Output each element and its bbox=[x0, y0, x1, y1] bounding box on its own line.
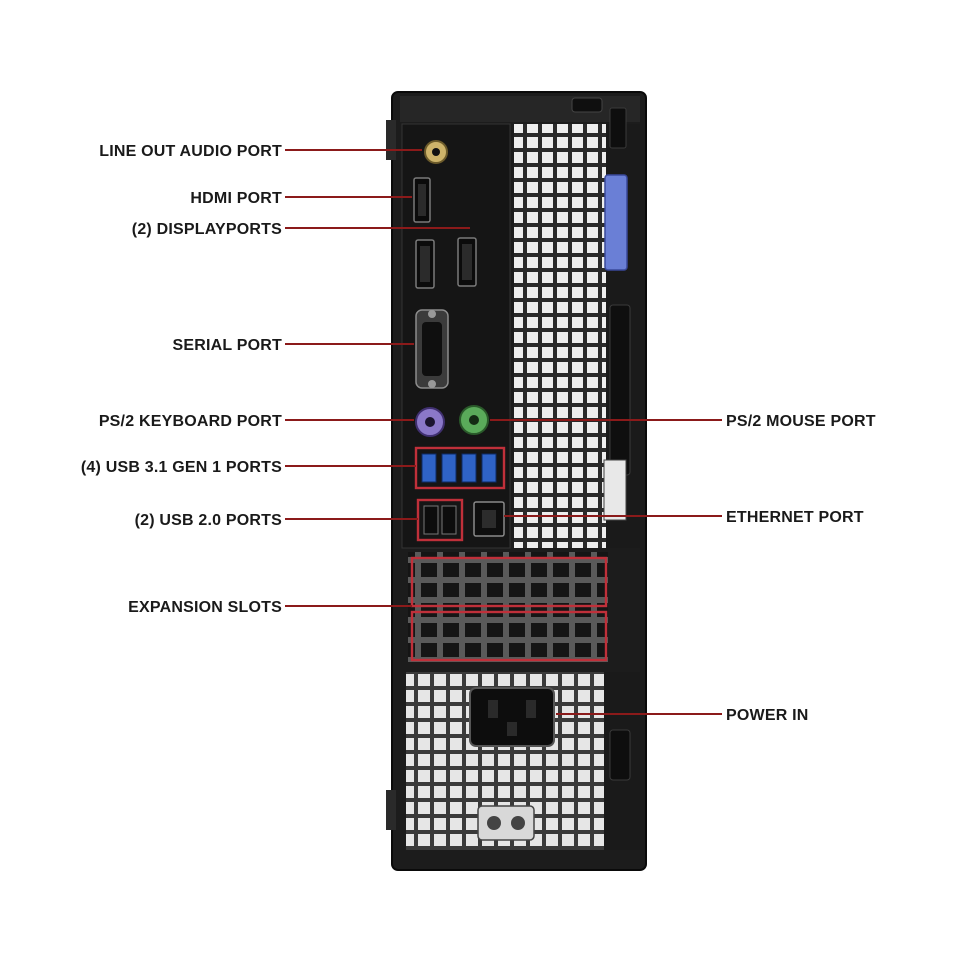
latch-icon bbox=[604, 174, 628, 271]
power-socket-icon bbox=[469, 687, 555, 747]
expansion-slot bbox=[410, 610, 608, 662]
label-hdmi-port: HDMI PORT bbox=[190, 190, 282, 207]
usb31-highlight bbox=[414, 446, 506, 490]
hdmi-port-icon bbox=[413, 177, 431, 223]
usb31-ports-icon bbox=[421, 453, 497, 483]
usb20-ports-icon bbox=[423, 505, 457, 535]
leader-lines bbox=[285, 149, 722, 715]
label-ps2-keyboard-port: PS/2 KEYBOARD PORT bbox=[99, 413, 282, 430]
serial-port-icon bbox=[415, 309, 449, 389]
label-expansion-slots: EXPANSION SLOTS bbox=[128, 599, 282, 616]
right-column-details bbox=[603, 107, 640, 548]
label-displayports: (2) DISPLAYPORTS bbox=[132, 221, 282, 238]
label-ethernet-port: ETHERNET PORT bbox=[726, 509, 864, 526]
displayport-icon bbox=[415, 239, 435, 289]
label-usb31-ports: (4) USB 3.1 GEN 1 PORTS bbox=[81, 459, 282, 476]
psu-test-button-icon bbox=[477, 805, 535, 841]
label-ps2-mouse-port: PS/2 MOUSE PORT bbox=[726, 413, 876, 430]
label-serial-port: SERIAL PORT bbox=[173, 337, 282, 354]
expansion-slot bbox=[410, 556, 608, 608]
ps2-keyboard-port-icon bbox=[415, 407, 445, 437]
label-power-in: POWER IN bbox=[726, 707, 809, 724]
line-out-audio-jack-icon bbox=[424, 140, 448, 164]
ethernet-port-icon bbox=[473, 501, 505, 537]
label-usb20-ports: (2) USB 2.0 PORTS bbox=[135, 512, 283, 529]
displayport-icon bbox=[457, 237, 477, 287]
label-line-out-audio-port: LINE OUT AUDIO PORT bbox=[99, 143, 282, 160]
psu-latch bbox=[609, 729, 631, 781]
ps2-mouse-port-icon bbox=[459, 405, 489, 435]
upper-vent-grill bbox=[514, 124, 606, 548]
